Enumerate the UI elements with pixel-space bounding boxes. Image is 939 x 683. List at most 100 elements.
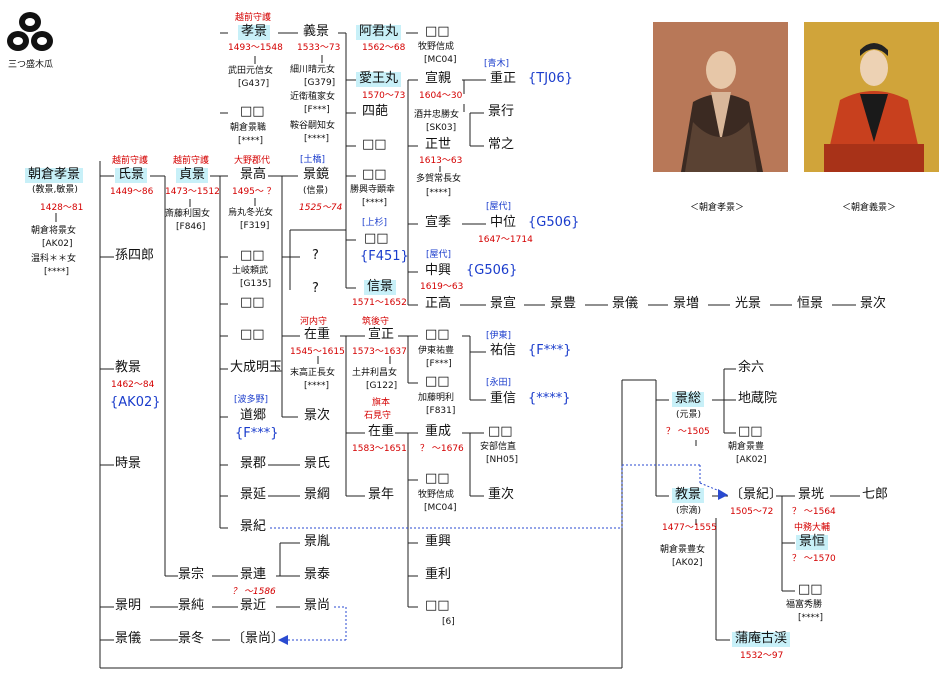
node-line-6: 景次 bbox=[860, 296, 887, 311]
node-nobumasa-code: [G122] bbox=[366, 381, 398, 391]
node-kagefusa-years: ？ 〜1505 bbox=[666, 427, 710, 437]
node-d-kf-code: [AK02] bbox=[736, 455, 767, 465]
node-d-kn-code: [****] bbox=[798, 613, 824, 623]
node-gamou-years: 1532〜97 bbox=[740, 651, 784, 661]
node-nobuchika-years: 1604〜30 bbox=[419, 91, 463, 101]
node-kagenao-name: 景尚 bbox=[304, 598, 331, 613]
node-michisato-code: {F***} bbox=[235, 426, 279, 441]
node-kagemune-name: 景宗 bbox=[178, 567, 205, 582]
node-kagenori3-name: 〔景紀〕 bbox=[730, 487, 783, 502]
node-kagenori3-years: 1505〜72 bbox=[730, 507, 774, 517]
node-d-s2-name: □□ bbox=[240, 248, 265, 263]
node-nobukage-years: 1571〜1652 bbox=[352, 298, 407, 308]
node-kagenori-s-name: 景紀 bbox=[240, 519, 267, 534]
node-takakage-name: 孝景 bbox=[238, 24, 271, 40]
node-ujikage-title: 越前守護 bbox=[112, 156, 149, 166]
node-kagetaka-spouse: 烏丸冬光女 bbox=[228, 208, 274, 218]
node-d-k1-spouse: 牧野信成 bbox=[418, 42, 455, 52]
portrait-takakage-caption: ＜朝倉孝景＞ bbox=[690, 203, 745, 213]
node-kagetsune-years: ？ 〜1570 bbox=[792, 554, 836, 564]
node-kagetsune-title: 中務大輔 bbox=[794, 523, 831, 533]
node-nakai-code: {G506} bbox=[528, 215, 580, 230]
node-norikage2-spouse: 朝倉景豊女 bbox=[660, 545, 706, 555]
node-nobuchika-name: 宣親 bbox=[425, 71, 452, 86]
node-line-4: 光景 bbox=[735, 296, 762, 311]
node-nobumasa-name: 宣正 bbox=[368, 327, 395, 342]
node-takakage-years: 1493〜1548 bbox=[228, 43, 283, 53]
node-d-yo1-name: □□ bbox=[362, 137, 387, 152]
node-shigemasa-title: [青木] bbox=[484, 59, 510, 69]
node-nobumasa-years: 1573〜1637 bbox=[352, 347, 407, 357]
node-kagenobu-e-name: 景延 bbox=[240, 487, 267, 502]
node-agimimaru-name: 阿君丸 bbox=[356, 24, 402, 40]
node-shigetoshi-name: 重利 bbox=[425, 567, 452, 582]
node-kageyasu-name: 景泰 bbox=[304, 567, 331, 582]
node-ounari-name: 大成明玉 bbox=[230, 360, 283, 375]
node-kagenao2-name: 〔景尚〕 bbox=[232, 631, 285, 646]
node-line-2: 景儀 bbox=[612, 296, 639, 311]
node-michisato-title: [波多野] bbox=[234, 395, 269, 405]
node-yoshikage-spouse3: 鞍谷嗣知女 bbox=[290, 121, 336, 131]
node-agimimaru-years: 1562〜68 bbox=[362, 43, 406, 53]
node-shigenobu-title: [永田] bbox=[486, 378, 512, 388]
node-masayo-years: 1613〜63 bbox=[419, 156, 463, 166]
node-norikage2-code: [AK02] bbox=[672, 558, 703, 568]
node-shigemasa-name: 重正 bbox=[490, 71, 517, 86]
node-kagetaka-code: [F319] bbox=[240, 221, 270, 231]
node-arishige-name: 在重 bbox=[304, 327, 331, 342]
node-kagetsura-name: 景連 bbox=[240, 567, 267, 582]
node-takakage-spouse: 武田元信女 bbox=[228, 66, 274, 76]
node-ujikage-years: 1449〜86 bbox=[110, 187, 154, 197]
node-kagekyou-alias: (信景) bbox=[303, 186, 329, 196]
node-d-ar1-spouse: 牧野信成 bbox=[418, 490, 455, 500]
node-d-n2-code: [F831] bbox=[426, 406, 456, 416]
node-nakaoki-years: 1619〜63 bbox=[420, 282, 464, 292]
portrait-yoshikage bbox=[804, 22, 939, 172]
node-d-k1-name: □□ bbox=[425, 24, 450, 39]
node-shigeoki-name: 重興 bbox=[425, 534, 452, 549]
node-kagetaka-name: 景高 bbox=[240, 167, 267, 182]
node-yoshikage-code2: [F***] bbox=[304, 105, 330, 115]
node-sadakage-years: 1473〜1512 bbox=[165, 187, 220, 197]
node-d-kf-name: □□ bbox=[738, 424, 763, 439]
node-yoshikage-name: 義景 bbox=[303, 24, 330, 39]
node-yoshikage-code1: [G379] bbox=[304, 78, 336, 88]
node-nobuchika-code: [SK03] bbox=[426, 123, 457, 133]
node-nakaoki-name: 中興 bbox=[425, 263, 452, 278]
node-d-sh1-name: □□ bbox=[488, 424, 513, 439]
node-d-yo3-code: {F451} bbox=[360, 249, 409, 264]
node-d-k1-code: [MC04] bbox=[424, 55, 457, 65]
node-q2-name: ? bbox=[312, 281, 319, 296]
crest-caption: 三つ盛木瓜 bbox=[8, 60, 54, 70]
node-line-0: 景宣 bbox=[490, 296, 517, 311]
node-nobusue-name: 宣季 bbox=[425, 215, 452, 230]
node-d-s2-spouse: 土岐頼武 bbox=[232, 266, 269, 276]
node-takakage0-alias: (教景,敏景) bbox=[32, 185, 78, 195]
node-shichiro-name: 七郎 bbox=[862, 487, 889, 502]
node-d-a2-name: □□ bbox=[425, 598, 450, 613]
node-d-sh1-code: [NH05] bbox=[486, 455, 518, 465]
node-d-n2-name: □□ bbox=[425, 374, 450, 389]
node-sadakage-title: 越前守護 bbox=[173, 156, 210, 166]
mitsumori-mokko-crest-icon bbox=[7, 12, 53, 51]
node-kagetake-years: ？ 〜1564 bbox=[792, 507, 836, 517]
node-d-kf-spouse: 朝倉景豊 bbox=[728, 442, 765, 452]
node-kageaki-name: 景明 bbox=[115, 598, 142, 613]
node-nobukage-name: 信景 bbox=[364, 279, 397, 295]
node-kagegun-name: 景郡 bbox=[240, 456, 267, 471]
node-d-yo2-spouse: 勝興寺顕幸 bbox=[350, 185, 396, 195]
node-arishige-title: 河内守 bbox=[300, 317, 328, 327]
node-yoroku-name: 余六 bbox=[738, 360, 765, 375]
node-arishige2-title2: 石見守 bbox=[364, 411, 392, 421]
node-masayo-spouse: 多賀常長女 bbox=[416, 174, 462, 184]
node-arishige2-name: 在重 bbox=[368, 424, 395, 439]
node-masayo-name: 正世 bbox=[425, 137, 452, 152]
node-shigenari-name: 重成 bbox=[425, 424, 452, 439]
node-yoshikage-spouse1: 細川晴元女 bbox=[290, 65, 336, 75]
node-arishige-years: 1545〜1615 bbox=[290, 347, 345, 357]
node-suketoshi-name: 祐信 bbox=[490, 343, 517, 358]
node-takakage-code: [G437] bbox=[238, 79, 270, 89]
node-d-a2-code: [6] bbox=[442, 617, 455, 627]
node-kagetaka-years: 1495〜 ？ bbox=[232, 187, 276, 197]
node-kagenori2-name: 景儀 bbox=[115, 631, 142, 646]
